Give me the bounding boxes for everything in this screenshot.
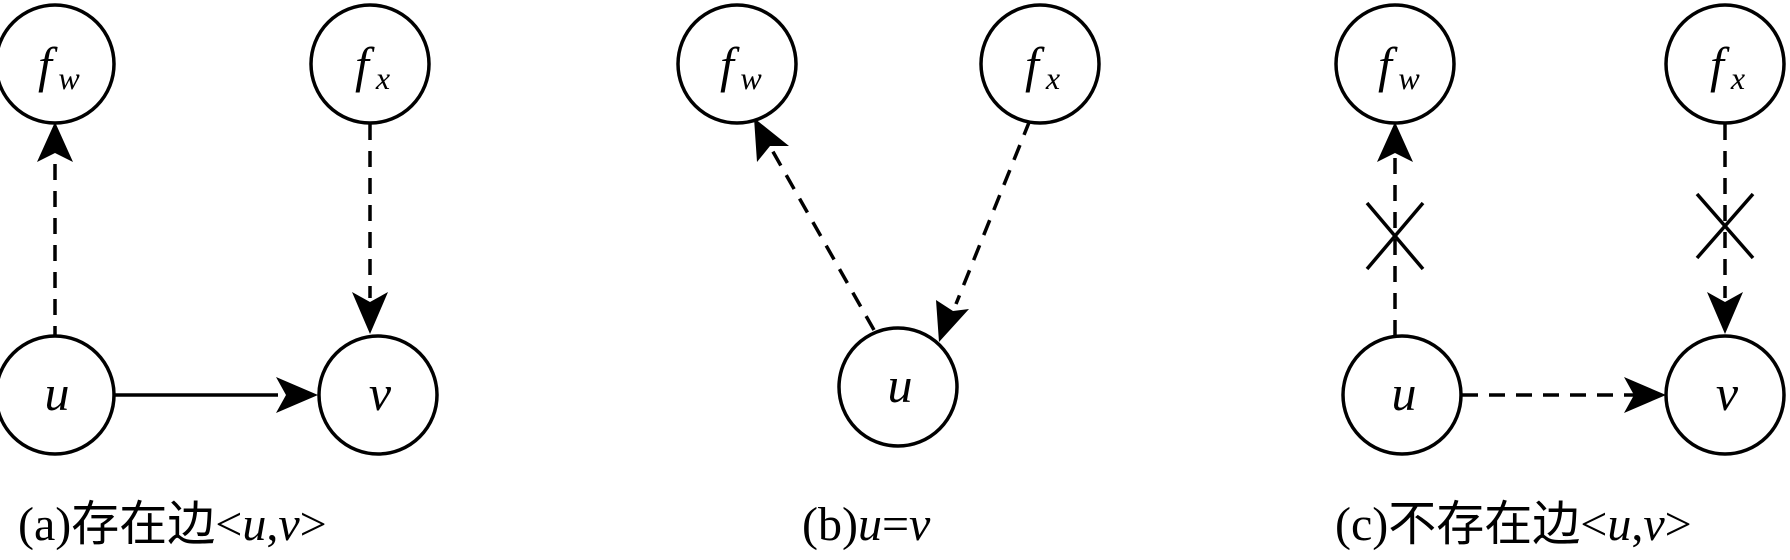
caption-a: (a)存在边<u,v> <box>18 498 327 551</box>
node-v-label: v <box>369 365 392 421</box>
caption-b: (b)u=v <box>802 498 931 551</box>
node-u-label: u <box>888 357 913 413</box>
node-u-label: u <box>1392 365 1417 421</box>
node-fw: f w <box>676 3 798 125</box>
node-fx: f x <box>309 3 431 125</box>
node-fx-sub: x <box>375 60 390 96</box>
caption-c: (c)不存在边<u,v> <box>1335 498 1692 551</box>
node-v: v <box>1664 334 1786 456</box>
node-u: u <box>0 334 116 456</box>
arrowhead-fw <box>1377 122 1413 162</box>
arrowhead-fw <box>37 122 73 162</box>
node-fx: f x <box>1664 3 1786 125</box>
cross-mark <box>1695 192 1755 260</box>
node-fx-sub: x <box>1730 60 1745 96</box>
arrowhead-v-top <box>1707 292 1743 334</box>
arrowhead-v-left <box>276 377 318 413</box>
panel-a: f w f x u v (a)存在边<u,v> <box>0 3 439 551</box>
node-u: u <box>837 326 959 448</box>
node-u-label: u <box>45 365 70 421</box>
panel-b: f w f x u (b)u=v <box>676 3 1101 551</box>
panel-c: f w f x u v (c)不存在边<u,v> <box>1334 3 1786 551</box>
arrowhead-v-top <box>352 292 388 334</box>
node-fw: f w <box>0 3 116 125</box>
cross-mark <box>1365 201 1425 271</box>
node-fw-sub: w <box>58 60 80 96</box>
node-fx-sub: x <box>1045 60 1060 96</box>
node-fx: f x <box>979 3 1101 125</box>
edge-u-to-fw <box>770 149 876 331</box>
arrowhead-fw <box>754 118 789 162</box>
arrowhead-v-left <box>1624 377 1666 413</box>
node-u: u <box>1341 334 1463 456</box>
node-v-label: v <box>1716 365 1739 421</box>
edge-fx-to-u <box>954 119 1032 305</box>
node-fw-sub: w <box>740 60 762 96</box>
node-fw: f w <box>1334 3 1456 125</box>
node-fw-sub: w <box>1398 60 1420 96</box>
node-v: v <box>317 334 439 456</box>
arrowhead-u <box>936 300 969 342</box>
